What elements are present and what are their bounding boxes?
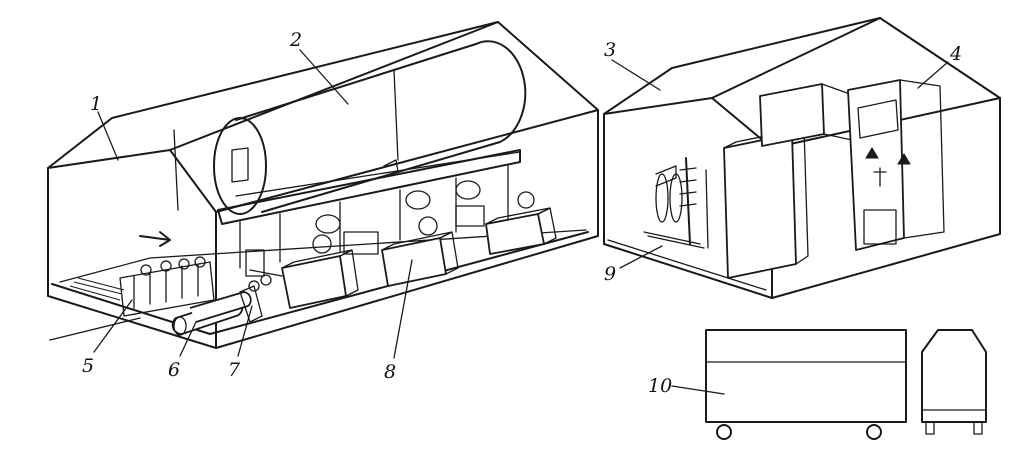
pipe-fittings bbox=[239, 274, 272, 323]
pump-unit-2 bbox=[343, 216, 459, 287]
trailer-end-view bbox=[921, 329, 987, 435]
label-6: 6 bbox=[168, 359, 180, 381]
label-2: 2 bbox=[289, 29, 302, 51]
motor-small bbox=[315, 180, 481, 234]
label-8: 8 bbox=[384, 361, 396, 383]
horizontal-tank bbox=[173, 40, 527, 215]
label-10: 10 bbox=[648, 375, 672, 397]
label-7: 7 bbox=[228, 359, 241, 381]
label-5: 5 bbox=[82, 355, 94, 377]
pump-unit-1 bbox=[245, 234, 359, 309]
pump-unit-3 bbox=[455, 191, 557, 255]
trailer-side-view bbox=[705, 329, 907, 440]
label-3: 3 bbox=[604, 39, 616, 61]
switchgear-panel bbox=[759, 79, 945, 251]
inlet-pipe bbox=[49, 317, 141, 341]
leader-lines bbox=[93, 49, 949, 395]
label-4: 4 bbox=[949, 43, 962, 65]
gas-cylinders bbox=[171, 291, 252, 336]
right-module bbox=[603, 17, 1001, 299]
electrical-cabinet bbox=[723, 127, 809, 279]
label-9: 9 bbox=[604, 263, 616, 285]
transformer-assembly bbox=[643, 157, 709, 249]
inlet-arrow bbox=[139, 231, 171, 247]
label-1: 1 bbox=[90, 93, 102, 115]
